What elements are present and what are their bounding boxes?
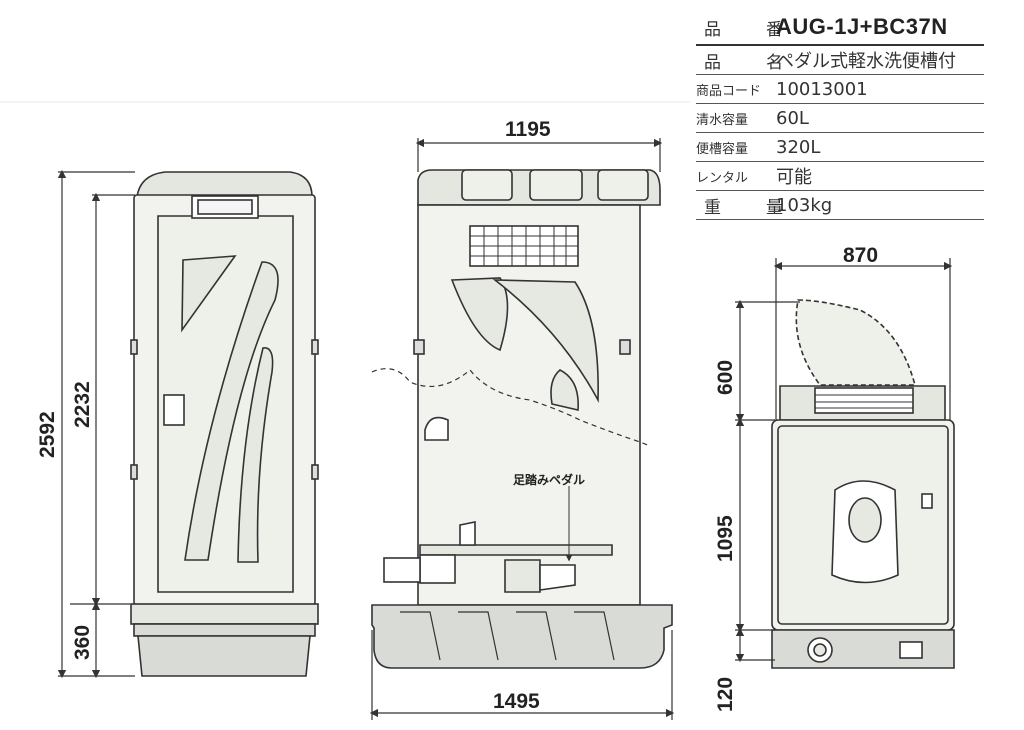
spec-value: 可能 (776, 167, 812, 188)
dim-base-height: 360 (71, 625, 94, 660)
dim-top-width: 1195 (505, 118, 551, 141)
dim-depth: 1095 (714, 515, 737, 562)
spec-key: 品 番 (704, 19, 797, 40)
side-dimensions (369, 138, 675, 720)
spec-key: 便槽容量 (696, 141, 749, 157)
spec-value: ペダル式軽水洗便槽付 (776, 51, 956, 72)
top-view (771, 299, 955, 669)
dim-total-height: 2592 (36, 411, 59, 458)
spec-value: 10013001 (776, 78, 868, 100)
top-dimensions (735, 258, 953, 663)
spec-key: 商品コード (696, 83, 762, 99)
spec-table: 品 番 AUG-1J+BC37N 品 名 ペダル式軽水洗便槽付 商品コード 10… (696, 10, 984, 220)
spec-key: 清水容量 (696, 112, 749, 128)
dim-bottom-offset: 120 (714, 677, 737, 712)
dim-top-width: 870 (843, 244, 878, 267)
spec-row-weight: 重 量 103kg (696, 191, 984, 220)
spec-key: レンタル (696, 170, 749, 186)
spec-key: 重 量 (704, 197, 797, 218)
door-swing-path (371, 368, 651, 447)
side-view (371, 169, 673, 669)
spec-value: 320L (776, 136, 821, 158)
front-view (130, 171, 319, 677)
dim-bottom-width: 1495 (493, 690, 540, 713)
spec-row-fresh-water: 清水容量 60L (696, 104, 984, 133)
spec-value: AUG-1J+BC37N (776, 14, 948, 39)
dim-door-swing: 600 (714, 360, 737, 395)
dim-body-height: 2232 (71, 381, 94, 428)
front-dimensions (57, 169, 135, 679)
spec-row-rental: レンタル 可能 (696, 162, 984, 191)
pedal-label: 足踏みペダル (513, 473, 586, 487)
spec-row-product-code: 商品コード 10013001 (696, 75, 984, 104)
spec-value: 60L (776, 107, 809, 129)
spec-row-product-name: 品 名 ペダル式軽水洗便槽付 (696, 46, 984, 75)
spec-row-part-number: 品 番 AUG-1J+BC37N (696, 10, 984, 46)
spec-row-tank-capacity: 便槽容量 320L (696, 133, 984, 162)
spec-key: 品 名 (704, 52, 797, 73)
spec-value: 103kg (776, 194, 833, 216)
